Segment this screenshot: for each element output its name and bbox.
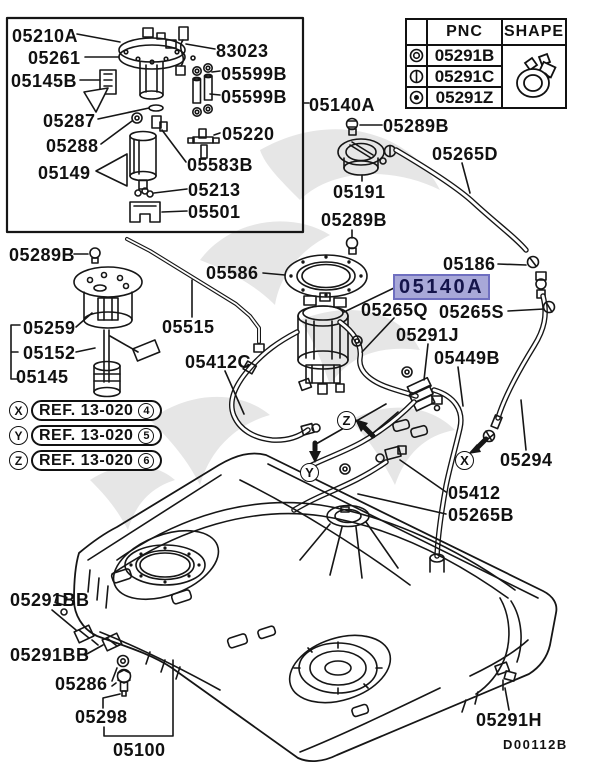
- ref-row-z: Z REF. 13-020 6: [9, 450, 163, 471]
- pnc-shape-table: PNC SHAPE 05291B 05291C 05291Z: [405, 18, 567, 109]
- marker-x: X: [455, 451, 474, 470]
- part-label-05265D[interactable]: 05265D: [432, 144, 499, 164]
- pnc-header: PNC: [426, 20, 501, 44]
- pnc-cell-05291C[interactable]: 05291C: [426, 65, 501, 86]
- clamp-shape-drawing: [501, 44, 565, 107]
- part-label-05100[interactable]: 05100: [113, 740, 166, 760]
- part-label-05289B-a[interactable]: 05289B: [383, 116, 450, 136]
- fuel-sender-drawing: [10, 247, 161, 398]
- part-label-05287[interactable]: 05287: [43, 111, 96, 131]
- double-circle-icon: [407, 44, 426, 65]
- ref-text-x: REF. 13-020: [39, 401, 134, 419]
- hose-05265d: [393, 147, 529, 253]
- pump-assembly-drawing: [83, 26, 220, 223]
- part-label-05265S[interactable]: 05265S: [439, 302, 505, 322]
- ref-num-z: 6: [138, 452, 155, 469]
- part-label-05259[interactable]: 05259: [23, 318, 76, 338]
- part-label-83023[interactable]: 83023: [216, 41, 269, 61]
- marker-y: Y: [300, 463, 319, 482]
- ref-num-y: 5: [138, 427, 155, 444]
- part-label-05261[interactable]: 05261: [28, 48, 81, 68]
- part-label-05186[interactable]: 05186: [443, 254, 496, 274]
- ref-text-z: REF. 13-020: [39, 451, 134, 469]
- part-label-05140A-top[interactable]: 05140A: [309, 95, 376, 115]
- part-label-05220[interactable]: 05220: [222, 124, 275, 144]
- inset-leader-lines: [76, 33, 310, 213]
- part-label-05152[interactable]: 05152: [23, 343, 76, 363]
- part-label-05291H[interactable]: 05291H: [476, 710, 543, 730]
- ref-num-x: 4: [138, 402, 155, 419]
- ref-row-y: Y REF. 13-020 5: [9, 425, 163, 446]
- part-label-05286[interactable]: 05286: [55, 674, 108, 694]
- part-label-05501[interactable]: 05501: [188, 202, 241, 222]
- ref-link-y[interactable]: REF. 13-020 5: [31, 425, 163, 446]
- part-label-05289B-b[interactable]: 05289B: [321, 210, 388, 230]
- bottom-parts-drawing: [51, 609, 517, 737]
- part-label-05145B[interactable]: 05145B: [11, 71, 78, 91]
- ref-marker-z: Z: [9, 451, 28, 470]
- part-label-05515[interactable]: 05515: [162, 317, 215, 337]
- part-label-05265Q[interactable]: 05265Q: [361, 300, 429, 320]
- part-label-05291BB-a[interactable]: 05291BB: [10, 590, 90, 610]
- part-label-05145[interactable]: 05145: [16, 367, 69, 387]
- pump-module-drawing: [262, 254, 395, 395]
- marker-z: Z: [337, 411, 356, 430]
- part-label-05599B-2[interactable]: 05599B: [221, 87, 288, 107]
- fuel-cap-drawing: [337, 117, 397, 255]
- part-label-05412[interactable]: 05412: [448, 483, 501, 503]
- part-label-05265B[interactable]: 05265B: [448, 505, 515, 525]
- part-label-05298[interactable]: 05298: [75, 707, 128, 727]
- part-label-05213[interactable]: 05213: [188, 180, 241, 200]
- part-label-05412C[interactable]: 05412C: [185, 352, 252, 372]
- part-label-05140a-selected[interactable]: 05140A: [393, 274, 491, 300]
- circle-vertical-line-icon: [407, 65, 426, 86]
- ref-link-z[interactable]: REF. 13-020 6: [31, 450, 163, 471]
- part-label-05289B-c[interactable]: 05289B: [9, 245, 76, 265]
- inset-box-border: [5, 16, 305, 234]
- hose-05412c: [224, 329, 321, 443]
- hose-05412-05265b: [291, 399, 447, 515]
- circle-dot-icon: [407, 86, 426, 107]
- ref-marker-y: Y: [9, 426, 28, 445]
- ref-text-y: REF. 13-020: [39, 426, 134, 444]
- ref-row-x: X REF. 13-020 4: [9, 400, 163, 421]
- part-label-05149[interactable]: 05149: [38, 163, 91, 183]
- part-label-05288[interactable]: 05288: [46, 136, 99, 156]
- part-label-05599B-1[interactable]: 05599B: [221, 64, 288, 84]
- part-label-05191[interactable]: 05191: [333, 182, 386, 202]
- part-label-05449B[interactable]: 05449B: [434, 348, 501, 368]
- fuel-tank-drawing: [54, 418, 558, 762]
- part-label-05291J[interactable]: 05291J: [396, 325, 460, 345]
- ref-link-x[interactable]: REF. 13-020 4: [31, 400, 163, 421]
- pnc-cell-05291Z[interactable]: 05291Z: [426, 86, 501, 107]
- shape-header: SHAPE: [501, 20, 565, 44]
- valve-05186-and-hose-05294: [482, 255, 556, 451]
- diagram-code: D00112B: [503, 737, 568, 752]
- part-label-05210A[interactable]: 05210A: [12, 26, 79, 46]
- direction-arrows: [309, 403, 495, 463]
- part-label-05583B[interactable]: 05583B: [187, 155, 254, 175]
- part-label-05586[interactable]: 05586: [206, 263, 259, 283]
- pipe-05515: [125, 237, 265, 353]
- part-label-05291BB-b[interactable]: 05291BB: [10, 645, 90, 665]
- pnc-cell-05291B[interactable]: 05291B: [426, 44, 501, 65]
- hose-05265q-and-connectors: [337, 317, 443, 412]
- symbol-header-cell: [407, 20, 426, 44]
- ref-marker-x: X: [9, 401, 28, 420]
- part-label-05294[interactable]: 05294: [500, 450, 553, 470]
